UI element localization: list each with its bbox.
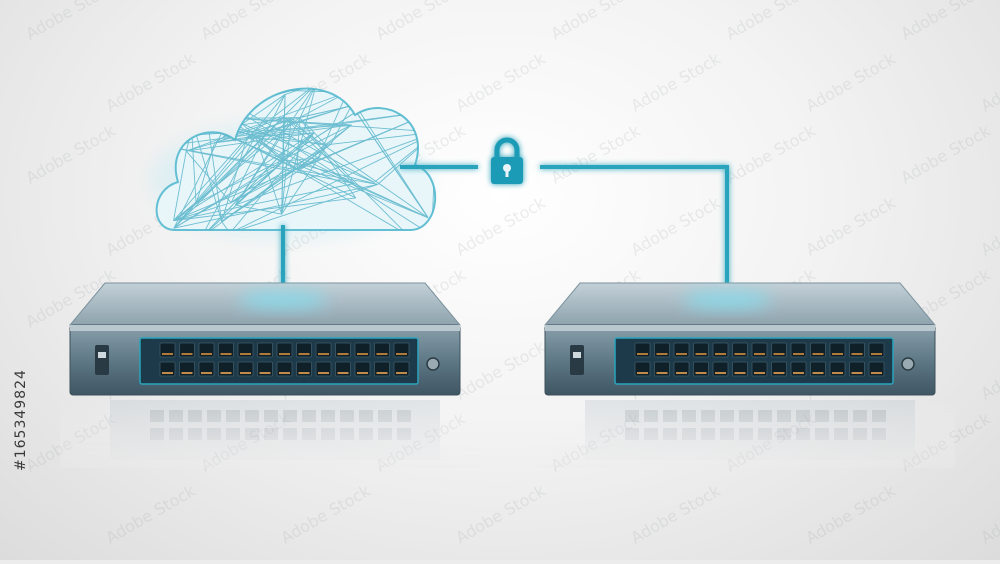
- switch-reflection: [60, 398, 480, 468]
- watermark-text: Adobe Stock: [723, 0, 820, 43]
- watermark-text: Adobe Stock: [723, 121, 820, 188]
- switch-right: [535, 283, 955, 468]
- cloud-icon: [150, 84, 437, 240]
- watermark-text: Adobe Stock: [628, 49, 725, 116]
- watermark-text: Adobe Stock: [803, 49, 900, 116]
- watermark-text: Adobe Stock: [803, 193, 900, 260]
- status-indicator: [570, 345, 584, 375]
- watermark-text: Adobe Stock: [453, 193, 550, 260]
- watermark-text: Adobe Stock: [453, 337, 550, 404]
- status-indicator: [95, 345, 109, 375]
- watermark-text: Adobe Stock: [548, 121, 645, 188]
- watermark-text: Adobe Stock: [278, 481, 375, 548]
- stock-id-label: #165349824: [1, 300, 41, 540]
- watermark-text: Adobe Stock: [373, 0, 470, 43]
- watermark-text: Adobe Stock: [628, 193, 725, 260]
- switch-reflection: [535, 398, 955, 468]
- power-button-icon: [427, 358, 439, 370]
- watermark-text: Adobe Stock: [23, 121, 120, 188]
- watermark-text: Adobe Stock: [978, 337, 1000, 404]
- watermark-text: Adobe Stock: [978, 49, 1000, 116]
- watermark-text: Adobe Stock: [453, 49, 550, 116]
- watermark-text: Adobe Stock: [898, 0, 995, 43]
- watermark-text: Adobe Stock: [898, 121, 995, 188]
- switch-left: [60, 283, 480, 468]
- watermark-text: Adobe Stock: [978, 481, 1000, 548]
- watermark-text: Adobe Stock: [803, 481, 900, 548]
- watermark-text: Adobe Stock: [23, 0, 120, 43]
- watermark-text: Adobe Stock: [198, 0, 295, 43]
- watermark-text: Adobe Stock: [453, 481, 550, 548]
- watermark-text: Adobe Stock: [103, 49, 200, 116]
- power-button-icon: [902, 358, 914, 370]
- padlock-icon: [491, 140, 523, 184]
- watermark-text: Adobe Stock: [103, 481, 200, 548]
- watermark-text: Adobe Stock: [628, 481, 725, 548]
- watermark-text: Adobe Stock: [978, 193, 1000, 260]
- watermark-text: Adobe Stock: [548, 0, 645, 43]
